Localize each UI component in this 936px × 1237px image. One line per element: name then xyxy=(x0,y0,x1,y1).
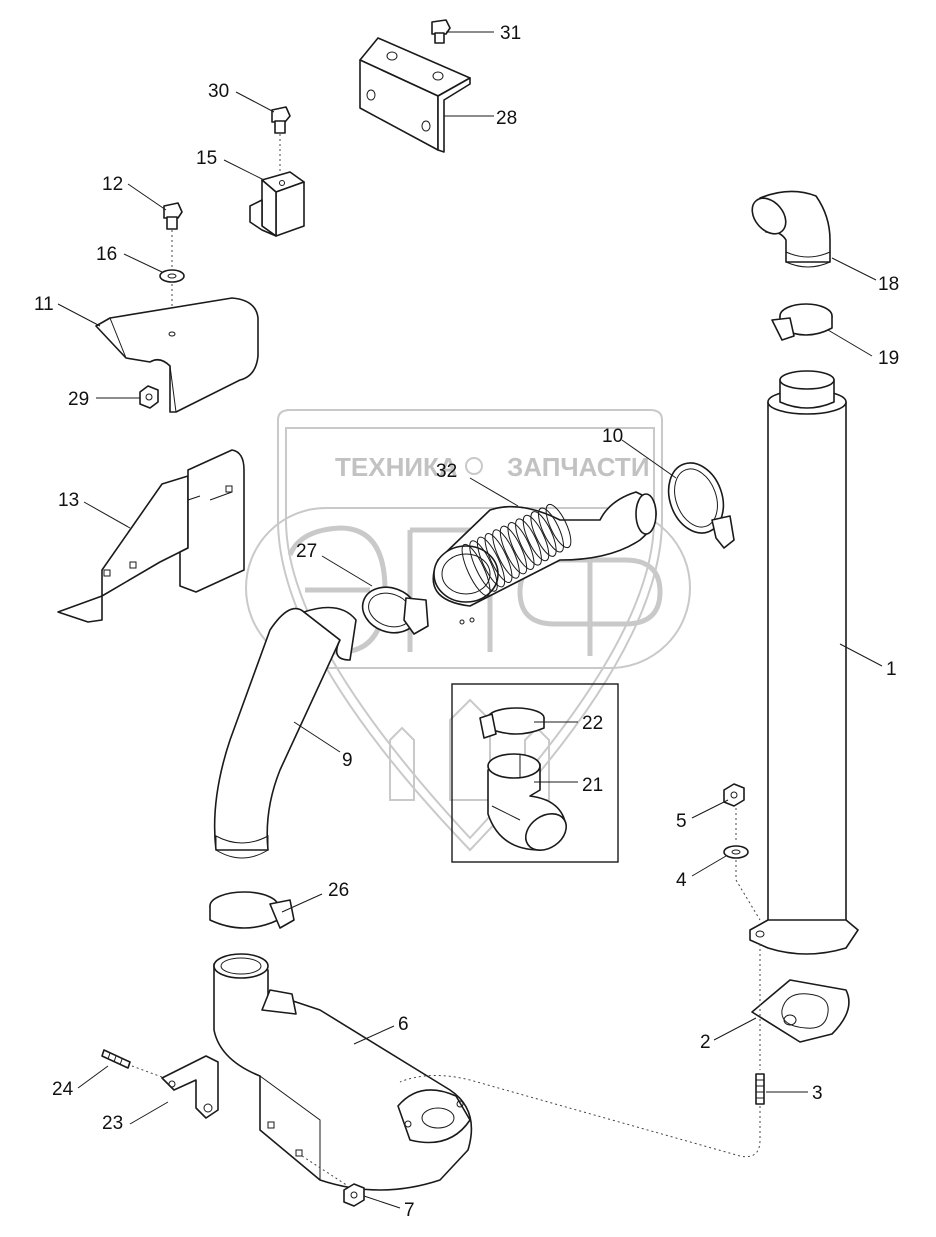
callout-18: 18 xyxy=(878,274,899,295)
hose-corrugation-ring xyxy=(530,511,557,557)
callout-12: 12 xyxy=(102,174,123,195)
hose-corrugation-ring xyxy=(538,507,564,553)
callout-29: 29 xyxy=(68,389,89,410)
part-29-nut xyxy=(139,385,159,409)
part-15-clamp-block xyxy=(249,171,305,237)
part-26-clamp xyxy=(209,891,295,929)
callout-5: 5 xyxy=(676,811,687,832)
hose-corrugation-ring xyxy=(476,536,506,588)
callout-1: 1 xyxy=(886,659,897,680)
part-31-bolt xyxy=(431,19,451,44)
part-3-stud xyxy=(755,1073,765,1105)
hose-corrugation-ring xyxy=(522,514,550,562)
part-23-bracket xyxy=(161,1055,219,1119)
part-11-heat-shield xyxy=(95,297,259,413)
callout-30: 30 xyxy=(208,81,229,102)
callout-7: 7 xyxy=(404,1200,415,1221)
hose-corrugation-ring xyxy=(515,518,542,566)
part-22-clamp xyxy=(479,707,545,739)
inset-detail-box xyxy=(451,683,619,863)
hose-corrugation-ring xyxy=(545,503,572,549)
callout-15: 15 xyxy=(196,148,217,169)
part-19-clamp xyxy=(771,303,833,341)
callout-10: 10 xyxy=(602,426,623,447)
hose-corrugation-ring xyxy=(469,540,498,592)
watermark-text-right: ЗАПЧАСТИ xyxy=(507,452,650,482)
part-30-bolt xyxy=(271,106,291,134)
part-18-rain-cap-elbow xyxy=(751,190,831,268)
callout-13: 13 xyxy=(58,490,79,511)
callout-11: 11 xyxy=(34,294,54,315)
hose-corrugation-ring xyxy=(507,522,535,570)
part-32-flexible-hose xyxy=(432,491,657,625)
callout-28: 28 xyxy=(496,108,517,129)
callout-23: 23 xyxy=(102,1113,123,1134)
callout-24: 24 xyxy=(52,1079,74,1100)
hose-corrugation-ring xyxy=(461,543,491,597)
callout-2: 2 xyxy=(700,1032,711,1053)
callout-26: 26 xyxy=(328,880,349,901)
part-2-gasket xyxy=(751,979,850,1043)
callout-3: 3 xyxy=(812,1083,823,1104)
watermark-text-left: ТЕХНИКА xyxy=(335,452,458,482)
part-16-washer xyxy=(159,269,185,283)
part-27-hose-clamp xyxy=(361,586,429,635)
callout-21: 21 xyxy=(582,775,603,796)
part-4-washer xyxy=(723,845,749,859)
hose-corrugation-ring xyxy=(499,525,528,575)
part-5-nut xyxy=(723,783,745,807)
part-7-nut xyxy=(343,1183,365,1207)
part-6-muffler-manifold xyxy=(213,953,473,1191)
callout-31: 31 xyxy=(500,23,521,44)
watermark-gear-icon xyxy=(465,457,483,475)
part-9-exhaust-pipe xyxy=(213,606,357,859)
callout-9: 9 xyxy=(342,750,353,771)
watermark-logo: ТЕХНИКА ЗАПЧАСТИ xyxy=(245,409,691,852)
callout-22: 22 xyxy=(582,713,603,734)
hose-corrugation-ring xyxy=(484,532,513,584)
callout-19: 19 xyxy=(878,348,899,369)
callout-6: 6 xyxy=(398,1014,409,1035)
callout-labels: 31 28 30 15 12 16 11 29 13 10 32 27 9 22… xyxy=(34,23,899,1221)
part-24-stud xyxy=(101,1049,131,1069)
callout-4: 4 xyxy=(676,870,687,891)
callout-27: 27 xyxy=(296,541,317,562)
callout-16: 16 xyxy=(96,244,117,265)
part-1-tail-pipe xyxy=(749,370,859,955)
hose-corrugation-ring xyxy=(492,529,520,579)
callout-32: 32 xyxy=(436,461,457,482)
part-21-pipe-adapter xyxy=(487,753,568,851)
leader-lines xyxy=(57,31,883,1209)
part-12-bolt xyxy=(163,202,183,230)
part-28-bracket xyxy=(359,37,471,153)
part-10-hose-clamp xyxy=(667,462,735,549)
part-13-shield-bracket xyxy=(57,449,245,623)
